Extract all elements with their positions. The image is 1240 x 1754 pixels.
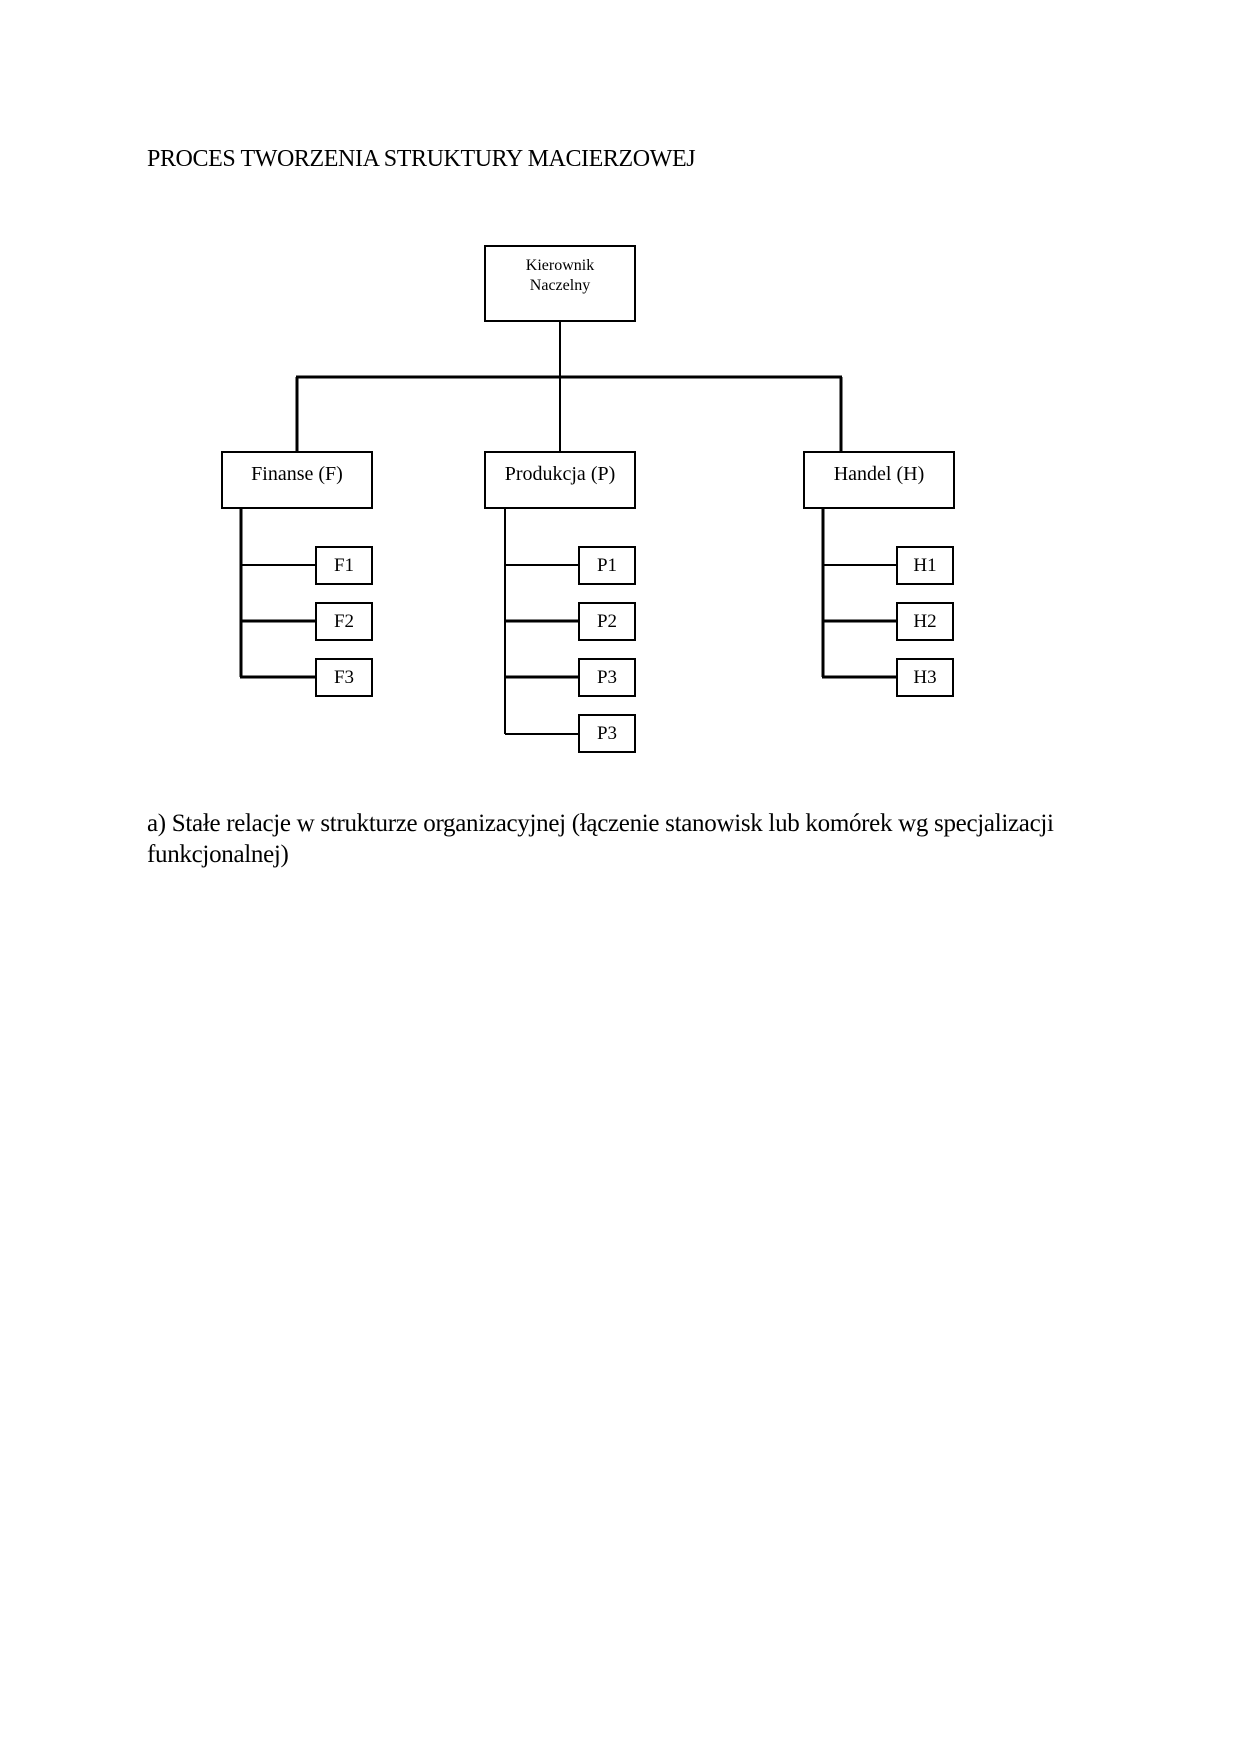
- org-box-p3-second-label: P3: [596, 722, 618, 744]
- org-box-f2: F2: [315, 602, 373, 641]
- org-box-p3-label: P3: [596, 666, 618, 688]
- org-box-f1: F1: [315, 546, 373, 585]
- org-box-p2: P2: [578, 602, 636, 641]
- org-box-f1-label: F1: [333, 554, 355, 576]
- org-box-handel: Handel (H): [803, 451, 955, 509]
- org-box-h2: H2: [896, 602, 954, 641]
- org-box-h3: H3: [896, 658, 954, 697]
- org-box-p1: P1: [578, 546, 636, 585]
- org-box-h1-label: H1: [913, 554, 937, 576]
- org-box-h2-label: H2: [913, 610, 937, 632]
- caption-text: a) Stałe relacje w strukturze organizacy…: [147, 810, 1054, 868]
- org-box-h1: H1: [896, 546, 954, 585]
- page-title: PROCES TWORZENIA STRUKTURY MACIERZOWEJ: [147, 146, 696, 172]
- org-box-root: Kierownik Naczelny: [484, 245, 636, 322]
- org-box-produkcja: Produkcja (P): [484, 451, 636, 509]
- org-box-root-line2: Naczelny: [529, 277, 591, 294]
- org-chart-connectors: [239, 322, 897, 735]
- org-box-p3: P3: [578, 658, 636, 697]
- org-box-f3-label: F3: [333, 666, 355, 688]
- org-box-h3-label: H3: [913, 666, 937, 688]
- org-box-f2-label: F2: [333, 610, 355, 632]
- org-box-handel-label: Handel (H): [833, 463, 925, 485]
- org-box-f3: F3: [315, 658, 373, 697]
- org-box-root-line1: Kierownik: [525, 257, 595, 274]
- org-box-p2-label: P2: [596, 610, 618, 632]
- org-box-finanse-label: Finanse (F): [251, 463, 343, 485]
- org-box-p3-second: P3: [578, 714, 636, 753]
- org-box-finanse: Finanse (F): [221, 451, 373, 509]
- org-box-produkcja-label: Produkcja (P): [504, 463, 616, 485]
- org-box-p1-label: P1: [596, 554, 618, 576]
